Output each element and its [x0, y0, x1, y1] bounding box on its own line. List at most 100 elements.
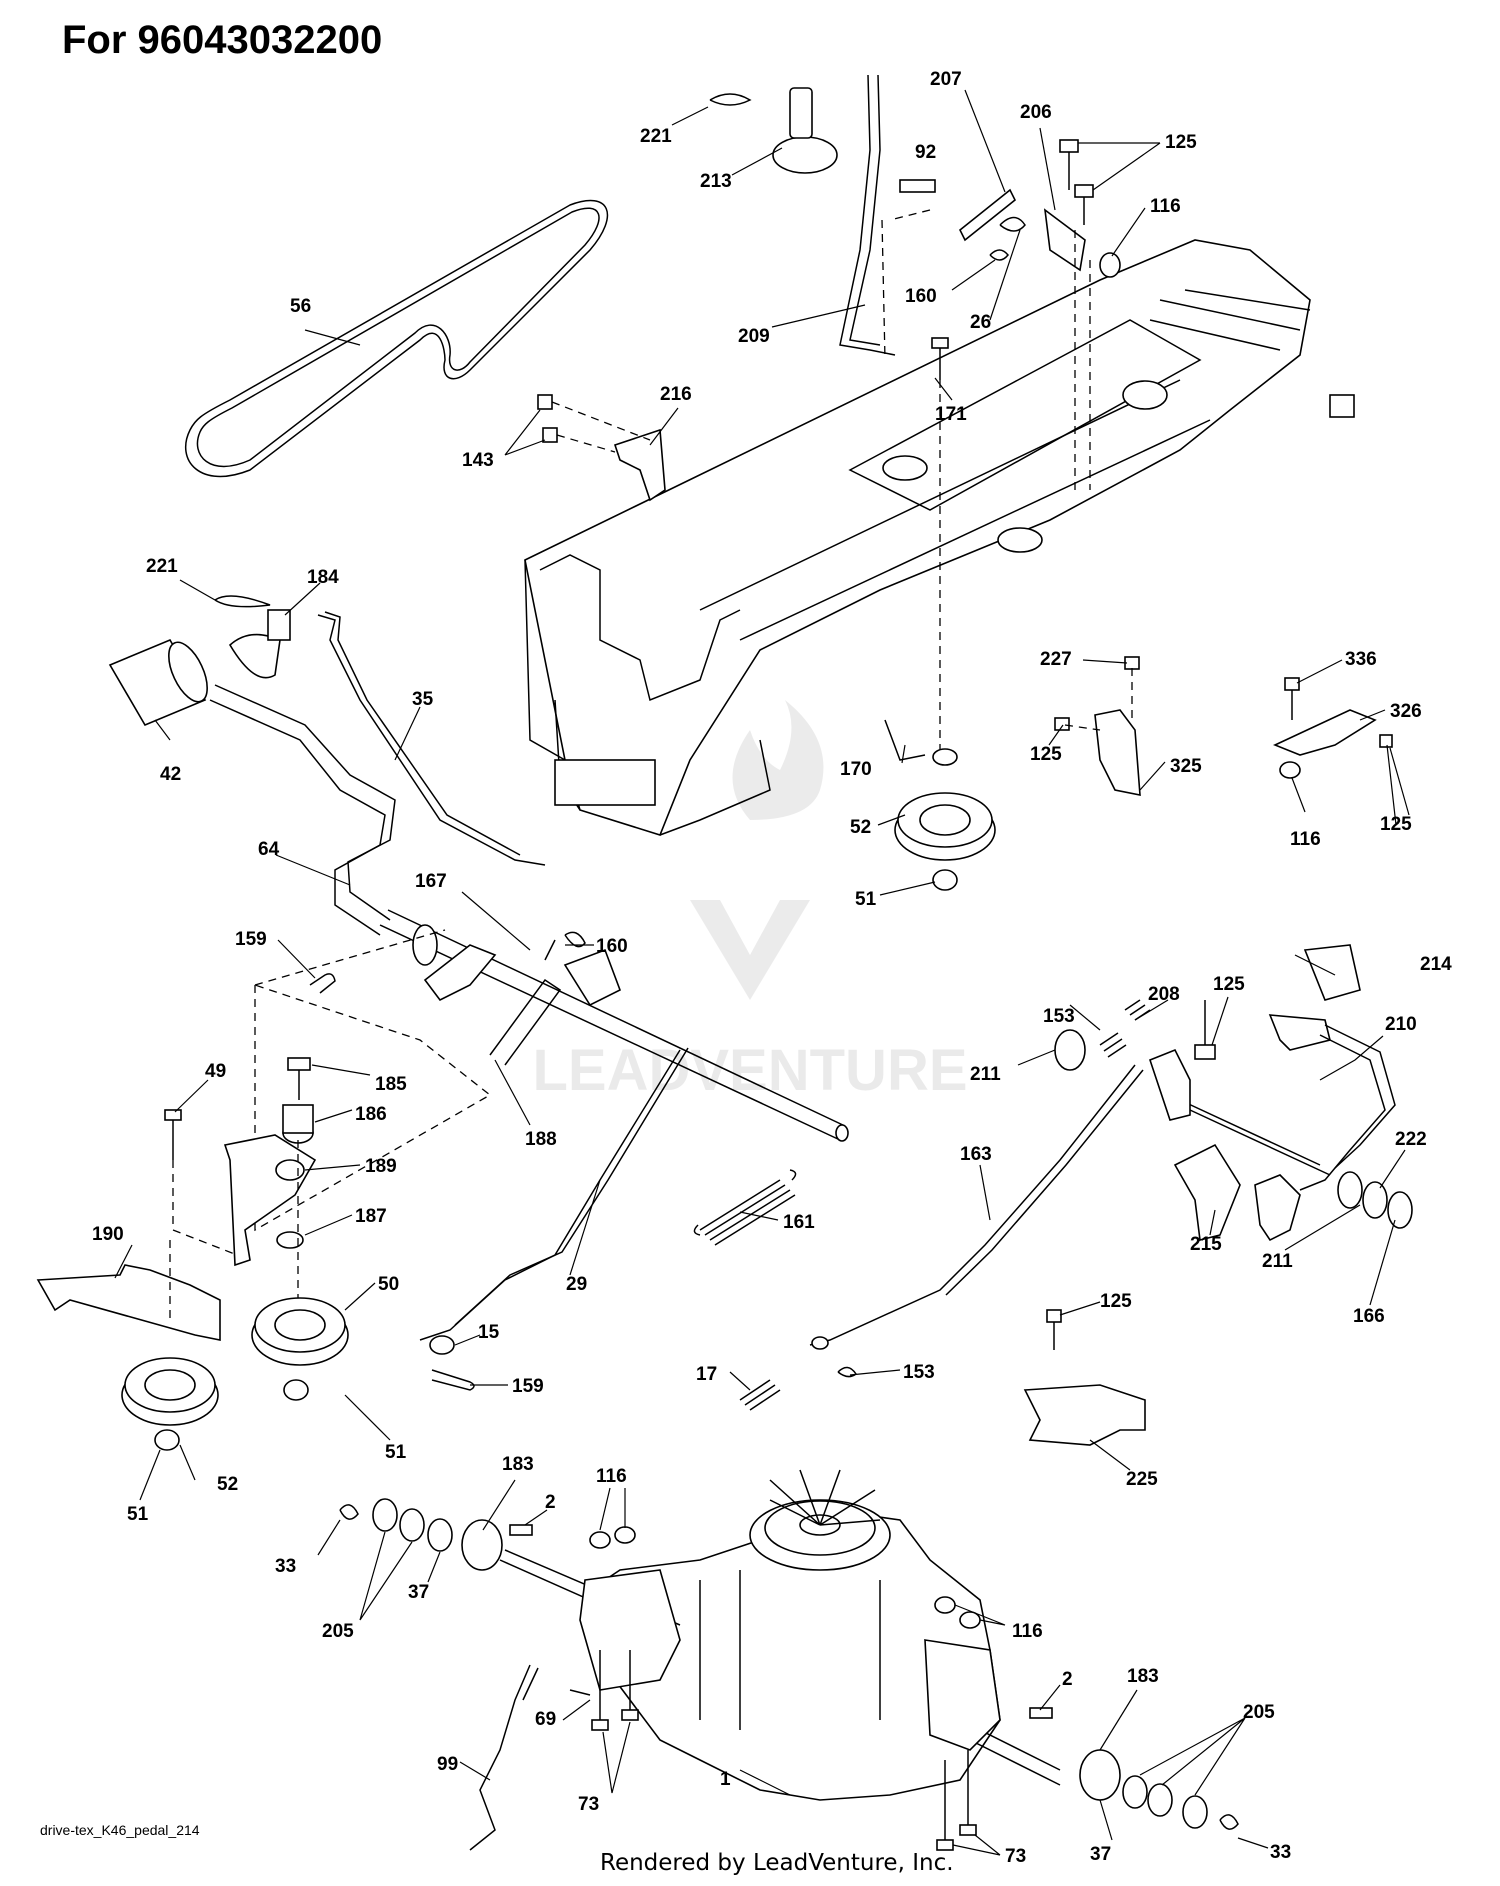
pedal-shaft [254, 909, 849, 1232]
callout-167: 167 [415, 871, 447, 892]
callout-49: 49 [205, 1061, 226, 1082]
callout-73: 73 [1005, 1846, 1026, 1867]
callout-221: 221 [640, 126, 672, 147]
bracket-216 [537, 394, 666, 502]
callout-125: 125 [1165, 132, 1197, 153]
callout-183: 183 [1127, 1666, 1159, 1687]
callout-163: 163 [960, 1144, 992, 1165]
callout-189: 189 [365, 1156, 397, 1177]
callout-221: 221 [146, 556, 178, 577]
callout-1: 1 [720, 1769, 731, 1790]
idler-arm-170 [884, 719, 996, 891]
callout-92: 92 [915, 142, 936, 163]
callout-69: 69 [535, 1709, 556, 1730]
callout-159: 159 [235, 929, 267, 950]
callout-17: 17 [696, 1364, 717, 1385]
frame-assembly [524, 239, 1355, 836]
callout-222: 222 [1395, 1129, 1427, 1150]
callout-325: 325 [1170, 756, 1202, 777]
callout-125: 125 [1213, 974, 1245, 995]
callout-186: 186 [355, 1104, 387, 1125]
callout-206: 206 [1020, 102, 1052, 123]
callout-170: 170 [840, 759, 872, 780]
leader-lines [114, 89, 1410, 1856]
callout-160: 160 [596, 936, 628, 957]
spring-17 [739, 1366, 858, 1411]
callout-213: 213 [700, 171, 732, 192]
pulley-left-52 [121, 1357, 219, 1451]
callout-184: 184 [307, 567, 339, 588]
callout-207: 207 [930, 69, 962, 90]
callout-188: 188 [525, 1129, 557, 1150]
lift-bracket [899, 179, 1086, 272]
callout-205: 205 [322, 1621, 354, 1642]
render-credit: Rendered by LeadVenture, Inc. [600, 1850, 954, 1876]
handle-grip [108, 638, 208, 727]
bracket-326 [1272, 677, 1393, 779]
pin-159 [309, 973, 336, 994]
callout-99: 99 [437, 1754, 458, 1775]
spring-161 [693, 1169, 797, 1246]
callout-116: 116 [596, 1466, 627, 1487]
callout-56: 56 [290, 296, 311, 317]
rod-163 [809, 1064, 1144, 1350]
callout-125: 125 [1100, 1291, 1132, 1312]
callout-26: 26 [970, 312, 991, 333]
callout-160: 160 [905, 286, 937, 307]
callout-52: 52 [217, 1474, 238, 1495]
callout-214: 214 [1420, 954, 1452, 975]
callout-210: 210 [1385, 1014, 1417, 1035]
callout-37: 37 [1090, 1844, 1111, 1865]
callout-29: 29 [566, 1274, 587, 1295]
bolt-171 [931, 337, 949, 760]
callout-159: 159 [512, 1376, 544, 1397]
callout-51: 51 [385, 1442, 407, 1463]
callout-42: 42 [160, 764, 181, 785]
callout-64: 64 [258, 839, 280, 860]
callout-166: 166 [1353, 1306, 1385, 1327]
callout-185: 185 [375, 1074, 407, 1095]
callout-numbers: 221 213 207 206 92 125 116 160 26 209 56… [92, 69, 1452, 1867]
transaxle-fasteners [589, 1526, 981, 1851]
lift-rod [839, 74, 931, 361]
bypass-rod-99 [469, 1664, 591, 1851]
watermark-text: LEADVENTURE [532, 1038, 967, 1103]
callout-125: 125 [1380, 814, 1412, 835]
callout-215: 215 [1190, 1234, 1222, 1255]
callout-51: 51 [855, 889, 877, 910]
callout-205: 205 [1243, 1702, 1275, 1723]
callout-51: 51 [127, 1504, 149, 1525]
bracket-225 [1023, 1309, 1146, 1446]
callout-33: 33 [275, 1556, 296, 1577]
shift-lever-64 [209, 684, 396, 936]
callout-225: 225 [1126, 1469, 1158, 1490]
callout-209: 209 [738, 326, 770, 347]
pedal-knob [214, 595, 291, 679]
pulley-idler-50 [251, 1297, 349, 1401]
callout-183: 183 [502, 1454, 534, 1475]
callout-227: 227 [1040, 649, 1072, 670]
idler-bracket-parts [164, 1057, 317, 1320]
callout-125: 125 [1030, 744, 1062, 765]
callout-15: 15 [478, 1322, 500, 1343]
bracket-325 [1054, 656, 1141, 796]
callout-211: 211 [1262, 1251, 1293, 1272]
control-cable [317, 611, 546, 866]
callout-116: 116 [1290, 829, 1321, 850]
callout-208: 208 [1148, 984, 1180, 1005]
left-washers [339, 1498, 533, 1571]
callout-190: 190 [92, 1224, 124, 1245]
callout-52: 52 [850, 817, 871, 838]
callout-116: 116 [1150, 196, 1181, 217]
transaxle-1 [499, 1469, 1061, 1801]
drive-belt [185, 199, 609, 478]
callout-326: 326 [1390, 701, 1422, 722]
pedal-pad-215 [1173, 1143, 1241, 1241]
callout-161: 161 [783, 1212, 815, 1233]
brake-pedal-assembly [1054, 944, 1413, 1242]
page-title: For 96043032200 [62, 18, 383, 62]
callout-143: 143 [462, 450, 494, 471]
callout-211: 211 [970, 1064, 1001, 1085]
callout-116: 116 [1012, 1621, 1043, 1642]
